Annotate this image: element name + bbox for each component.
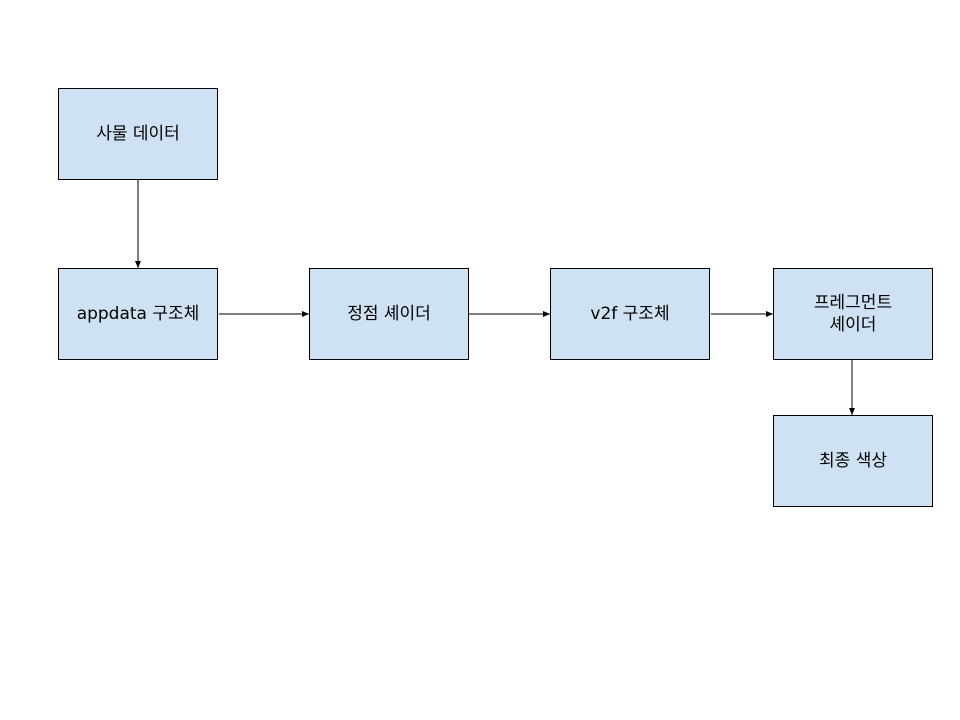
node-vertex-shader: 정점 셰이더 (309, 268, 469, 360)
node-final-color: 최종 색상 (773, 415, 933, 507)
node-v2f-struct: v2f 구조체 (550, 268, 710, 360)
node-sample-data: 사물 데이터 (58, 88, 218, 180)
node-appdata-struct: appdata 구조체 (58, 268, 218, 360)
node-fragment-shader: 프레그먼트 셰이더 (773, 268, 933, 360)
